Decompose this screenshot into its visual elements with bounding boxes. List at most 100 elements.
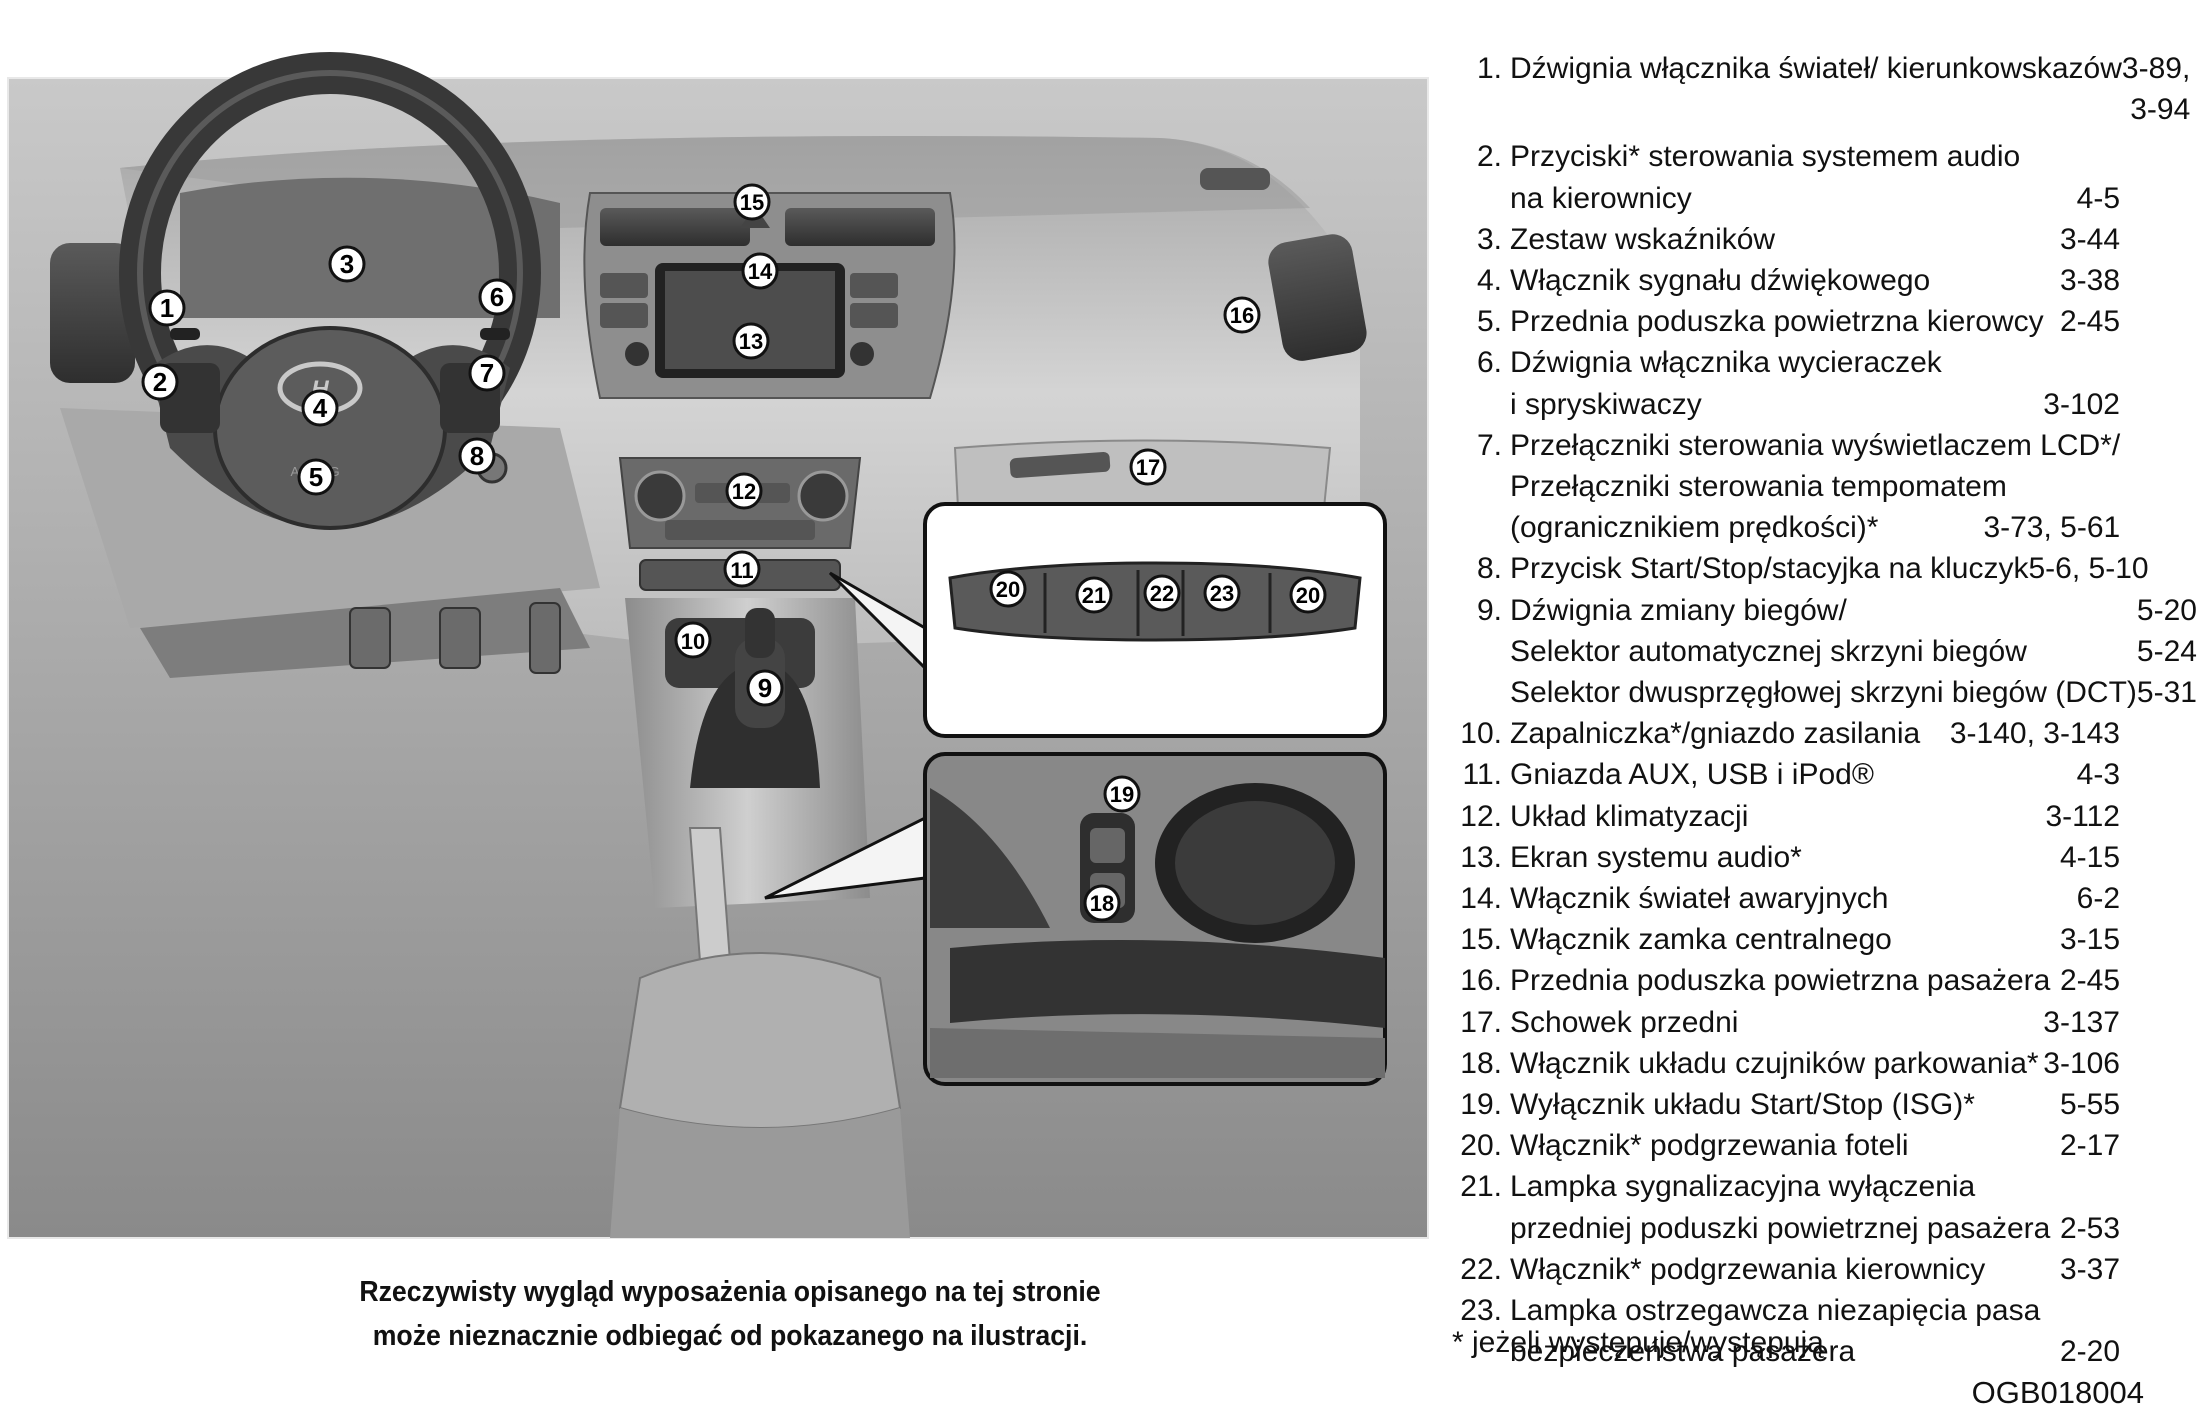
legend-page-ref: 3-94 bbox=[2130, 93, 2191, 127]
legend-page-ref: 3-15 bbox=[2059, 923, 2120, 957]
legend-page-ref: 2-20 bbox=[2059, 1335, 2120, 1369]
callout-14: 14 bbox=[741, 252, 779, 290]
legend-label: Ekran systemu audio* bbox=[1510, 840, 1802, 874]
svg-text:13: 13 bbox=[739, 329, 763, 354]
legend-text: Układ klimatyzacji 3-112 bbox=[1510, 796, 2120, 837]
legend-item: 19.Wyłącznik układu Start/Stop (ISG)* 5-5… bbox=[1448, 1084, 2120, 1125]
legend-line: Ekran systemu audio* 4-15 bbox=[1510, 837, 2120, 878]
callout-13: 13 bbox=[732, 322, 770, 360]
legend-line: Gniazda AUX, USB i iPod®4-3 bbox=[1510, 754, 2120, 795]
legend-item: 6.Dźwignia włącznika wycieraczek i sprysk… bbox=[1448, 342, 2120, 424]
legend-label: Układ klimatyzacji bbox=[1510, 799, 1749, 833]
callout-4: 4 bbox=[301, 389, 339, 427]
legend-number: 19. bbox=[1460, 1088, 1502, 1122]
legend-label: Dźwignia włącznika wycieraczek bbox=[1510, 346, 1942, 380]
legend-label: Selektor automatycznej skrzyni biegów bbox=[1510, 634, 2027, 668]
legend-number: 11. bbox=[1462, 758, 1502, 792]
figure-code: OGB018004 bbox=[1971, 1375, 2144, 1410]
legend-page-ref: 4-5 bbox=[2076, 181, 2120, 215]
legend-page-ref: 2-53 bbox=[2059, 1211, 2120, 1245]
legend-line: Wyłącznik układu Start/Stop (ISG)* 5-55 bbox=[1510, 1084, 2120, 1125]
legend-page-ref: 5-6, 5-10 bbox=[2028, 552, 2149, 586]
legend-text: Dźwignia włącznika świateł/ kierunkowska… bbox=[1510, 48, 2190, 130]
legend-label: Gniazda AUX, USB i iPod® bbox=[1510, 758, 1874, 792]
legend-number: 14. bbox=[1460, 882, 1502, 916]
legend-page-ref: 3-44 bbox=[2059, 222, 2120, 256]
callout-15: 15 bbox=[733, 183, 771, 221]
legend-page-ref: 5-31 bbox=[2136, 676, 2197, 710]
callout-10: 10 bbox=[674, 621, 712, 659]
legend-label: Przednia poduszka powietrzna pasażera bbox=[1510, 964, 2051, 998]
legend-page-ref: 4-15 bbox=[2059, 840, 2120, 874]
legend-label: Lampka sygnalizacyjna wyłączenia bbox=[1510, 1170, 1976, 1204]
callout-5: 5 bbox=[297, 458, 335, 496]
legend-label: Wyłącznik układu Start/Stop (ISG)* bbox=[1510, 1088, 1975, 1122]
legend-number: 20. bbox=[1460, 1129, 1502, 1163]
legend-text: Dźwignia włącznika wycieraczek i spryskiw… bbox=[1510, 342, 2120, 424]
legend-label: Selektor dwusprzęgłowej skrzyni biegów (… bbox=[1510, 676, 2137, 710]
legend-item: 7.Przełączniki sterowania wyświetlaczem … bbox=[1448, 425, 2120, 549]
legend-label: Dźwignia włącznika świateł/ kierunkowska… bbox=[1510, 52, 2122, 85]
callout-21: 21 bbox=[1075, 576, 1113, 614]
svg-text:20: 20 bbox=[996, 577, 1020, 602]
legend-text: Włącznik zamka centralnego 3-15 bbox=[1510, 919, 2120, 960]
legend-page-ref: 3-38 bbox=[2059, 264, 2120, 298]
legend-line: 3-94 bbox=[1510, 89, 2190, 130]
callout-18: 18 bbox=[1083, 884, 1121, 922]
callout-3: 3 bbox=[328, 245, 366, 283]
legend-line: bezpieczeństwa pasażera 2-20 bbox=[1510, 1331, 2120, 1372]
legend-page-ref: 3-89, bbox=[2121, 52, 2191, 85]
legend-page-ref: 5-55 bbox=[2059, 1088, 2120, 1122]
svg-text:21: 21 bbox=[1082, 583, 1106, 608]
legend-label: Włącznik zamka centralnego bbox=[1510, 923, 1892, 957]
legend-label: (ogranicznikiem prędkości)* bbox=[1510, 511, 1879, 545]
callout-2: 2 bbox=[141, 363, 179, 401]
legend-line: (ogranicznikiem prędkości)*3-73, 5-61 bbox=[1510, 507, 2120, 548]
svg-text:15: 15 bbox=[740, 190, 764, 215]
legend-item: 1.Dźwignia włącznika świateł/ kierunkows… bbox=[1448, 48, 2190, 130]
callout-19: 19 bbox=[1103, 775, 1141, 813]
legend-label: Dźwignia zmiany biegów/ bbox=[1510, 593, 1847, 627]
legend-label: bezpieczeństwa pasażera bbox=[1510, 1335, 1856, 1369]
legend-number: 3. bbox=[1476, 222, 1502, 256]
legend-number: 22. bbox=[1460, 1252, 1502, 1286]
legend-page-ref: 6-2 bbox=[2076, 882, 2120, 916]
legend-page-ref: 5-24 bbox=[2136, 634, 2197, 668]
svg-text:22: 22 bbox=[1150, 581, 1174, 606]
legend-text: Włącznik układu czujników parkowania*3-1… bbox=[1510, 1043, 2120, 1084]
legend-label: i spryskiwaczy bbox=[1510, 387, 1702, 421]
svg-text:12: 12 bbox=[732, 479, 756, 504]
caption-line-1: Rzeczywisty wygląd wyposażenia opisanego… bbox=[359, 1276, 1101, 1308]
legend-label: Przyciski* sterowania systemem audio bbox=[1510, 140, 2021, 174]
svg-text:3: 3 bbox=[340, 249, 354, 279]
legend-label: Włącznik* podgrzewania foteli bbox=[1510, 1129, 1909, 1163]
svg-text:23: 23 bbox=[1210, 581, 1234, 606]
legend-page-ref: 3-112 bbox=[2045, 799, 2120, 833]
callout-6: 6 bbox=[478, 278, 516, 316]
legend-item: 8.Przycisk Start/Stop/stacyjka na kluczy… bbox=[1448, 548, 2149, 589]
legend-text: Wyłącznik układu Start/Stop (ISG)* 5-55 bbox=[1510, 1084, 2120, 1125]
svg-text:19: 19 bbox=[1110, 782, 1134, 807]
callout-16: 16 bbox=[1223, 296, 1261, 334]
legend-text: Przełączniki sterowania wyświetlaczem LC… bbox=[1510, 425, 2120, 549]
legend-number: 6. bbox=[1476, 346, 1502, 380]
